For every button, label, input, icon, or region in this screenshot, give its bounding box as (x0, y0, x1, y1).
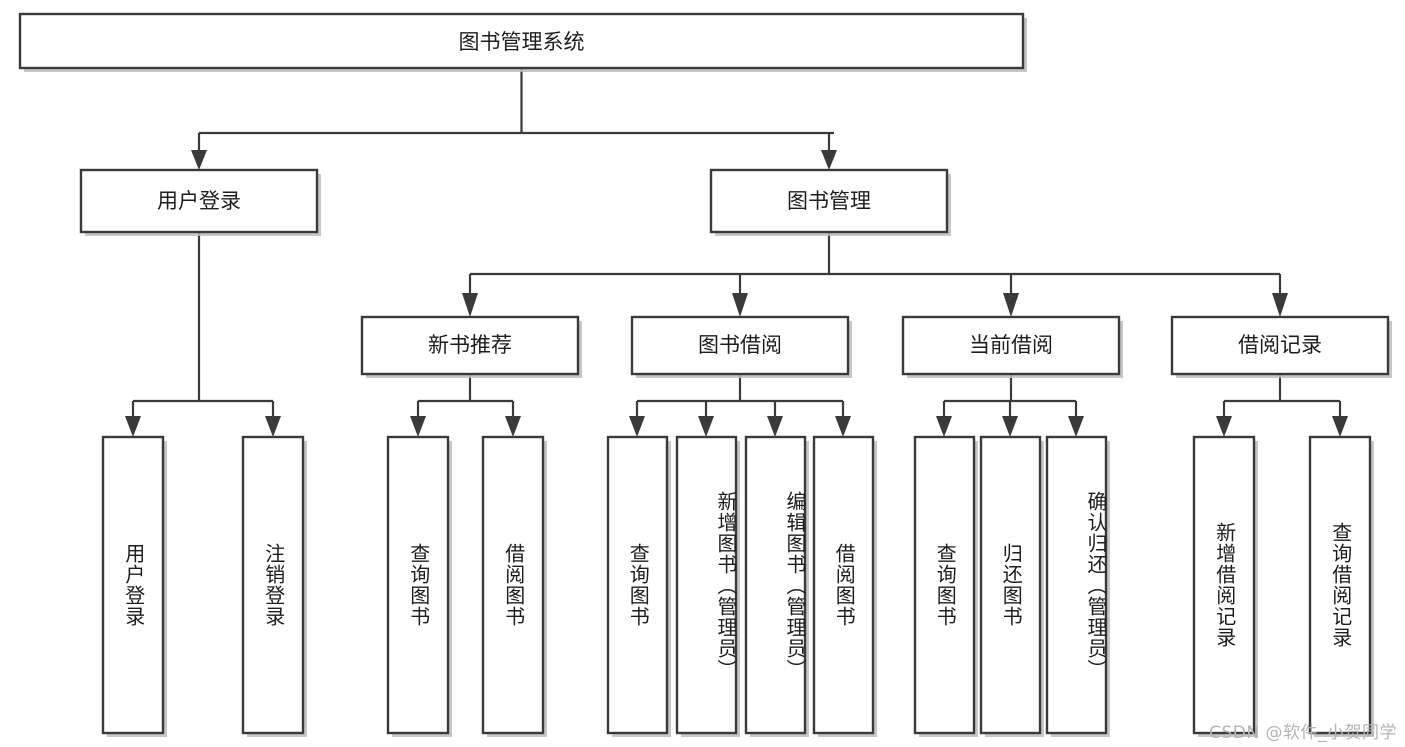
current-borrow-label: 当前借阅 (969, 333, 1053, 357)
leaf-box-borrow-book-2[interactable] (812, 435, 875, 735)
leaf-layer (101, 435, 1374, 737)
root-label: 图书管理系统 (459, 30, 585, 54)
csdn-watermark: CSDN @软件_小贺同学 (1209, 723, 1397, 743)
arrow-to-leaf-add-book (698, 416, 714, 437)
arrow-to-user-login (191, 150, 207, 170)
book-management-label: 图书管理 (787, 189, 871, 213)
current-borrow-box[interactable] (901, 315, 1121, 376)
arrow-to-leaf-return-book (1002, 416, 1018, 437)
book-borrow-label: 图书借阅 (698, 333, 782, 357)
leaf-box-query-book-2[interactable] (606, 435, 669, 735)
user-login-box[interactable] (79, 168, 319, 234)
node-user-login[interactable]: 用户登录 (79, 168, 321, 236)
connector-layer (125, 68, 1348, 437)
borrow-record-box[interactable] (1170, 315, 1390, 376)
arrow-to-leaf-borrow-book-1 (505, 416, 521, 437)
leaf-box-query-book-3[interactable] (913, 435, 976, 735)
leaf-box-user-login[interactable] (101, 435, 165, 735)
user-login-label: 用户登录 (157, 189, 241, 213)
arrow-to-leaf-query-book-1 (410, 416, 426, 437)
arrow-to-leaf-user-login (125, 416, 141, 437)
new-book-recommend-box[interactable] (360, 315, 580, 376)
leaf-box-confirm-return[interactable] (1045, 435, 1108, 735)
node-book-borrow[interactable]: 图书借阅 (630, 315, 852, 378)
leaf-box-logout[interactable] (241, 435, 305, 735)
root-box[interactable] (18, 12, 1025, 70)
arrow-to-borrow-record (1272, 293, 1288, 317)
arrow-to-leaf-logout (265, 416, 281, 437)
leaf-box-borrow-book-1[interactable] (481, 435, 545, 735)
leaf-box-query-record[interactable] (1308, 435, 1372, 735)
node-book-management[interactable]: 图书管理 (709, 168, 951, 236)
node-new-book-recommend[interactable]: 新书推荐 (360, 315, 582, 378)
leaf-box-add-record[interactable] (1192, 435, 1256, 735)
leaf-box-query-book-1[interactable] (386, 435, 450, 735)
node-current-borrow[interactable]: 当前借阅 (901, 315, 1123, 378)
arrow-to-book-borrow (732, 293, 748, 317)
arrow-to-leaf-confirm-return (1068, 416, 1084, 437)
arrow-to-current-borrow (1003, 293, 1019, 317)
arrow-to-leaf-query-book-2 (629, 416, 645, 437)
arrow-to-leaf-borrow-book-2 (835, 416, 851, 437)
leaf-box-edit-book[interactable] (744, 435, 807, 735)
node-borrow-record[interactable]: 借阅记录 (1170, 315, 1392, 378)
arrow-to-leaf-query-record (1332, 416, 1348, 437)
leaf-box-add-book[interactable] (675, 435, 738, 735)
arrow-to-leaf-add-record (1216, 416, 1232, 437)
book-borrow-box[interactable] (630, 315, 850, 376)
arrow-to-book-mgmt (821, 150, 837, 170)
leaf-box-return-book[interactable] (979, 435, 1042, 735)
book-management-box[interactable] (709, 168, 949, 234)
node-root[interactable]: 图书管理系统 (18, 12, 1027, 72)
arrow-to-leaf-edit-book (767, 416, 783, 437)
arrow-to-new-book-rec (462, 293, 478, 317)
arrow-to-leaf-query-book-3 (936, 416, 952, 437)
borrow-record-label: 借阅记录 (1238, 333, 1322, 357)
new-book-recommend-label: 新书推荐 (428, 333, 512, 357)
